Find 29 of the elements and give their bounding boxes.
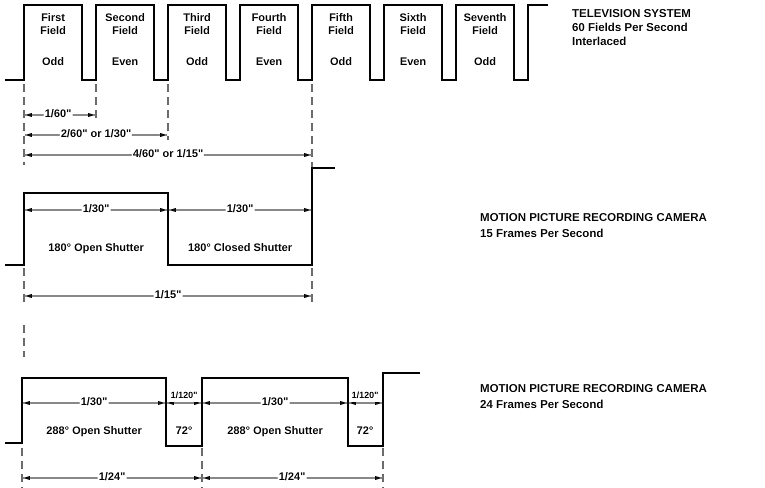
shutter-label: 180° Open Shutter bbox=[48, 242, 144, 255]
dimension-label: 1/120" bbox=[350, 389, 380, 402]
parity-label: Odd bbox=[330, 56, 352, 69]
shutter-label: 288° Open Shutter bbox=[46, 425, 142, 438]
diagram-caption: 60 Fields Per Second bbox=[572, 22, 688, 35]
field-label: Fifth Field bbox=[327, 12, 355, 38]
dimension-label: 1/120" bbox=[170, 389, 198, 402]
diagram-caption: 15 Frames Per Second bbox=[480, 228, 604, 241]
field-label: Sixth Field bbox=[398, 12, 428, 38]
parity-label: Odd bbox=[474, 56, 496, 69]
shutter-label: 180° Closed Shutter bbox=[188, 242, 292, 255]
parity-label: Even bbox=[400, 56, 426, 69]
parity-label: Even bbox=[112, 56, 138, 69]
diagram-caption: TELEVISION SYSTEM bbox=[572, 8, 691, 21]
shutter-label: 72° bbox=[356, 425, 374, 438]
diagram-caption: MOTION PICTURE RECORDING CAMERA bbox=[480, 212, 707, 225]
field-label: Fourth Field bbox=[250, 12, 288, 38]
field-label: Seventh Field bbox=[462, 12, 508, 38]
field-label: Second Field bbox=[104, 12, 146, 38]
diagram-caption: MOTION PICTURE RECORDING CAMERA bbox=[480, 383, 707, 396]
parity-label: Odd bbox=[42, 56, 64, 69]
parity-label: Odd bbox=[186, 56, 208, 69]
field-label: First Field bbox=[39, 12, 67, 38]
diagram-caption: 24 Frames Per Second bbox=[480, 399, 604, 412]
shutter-label: 288° Open Shutter bbox=[227, 425, 323, 438]
shutter-label: 72° bbox=[176, 425, 192, 438]
field-label: Third Field bbox=[182, 12, 212, 38]
parity-label: Even bbox=[256, 56, 282, 69]
diagram-caption: Interlaced bbox=[572, 36, 626, 49]
